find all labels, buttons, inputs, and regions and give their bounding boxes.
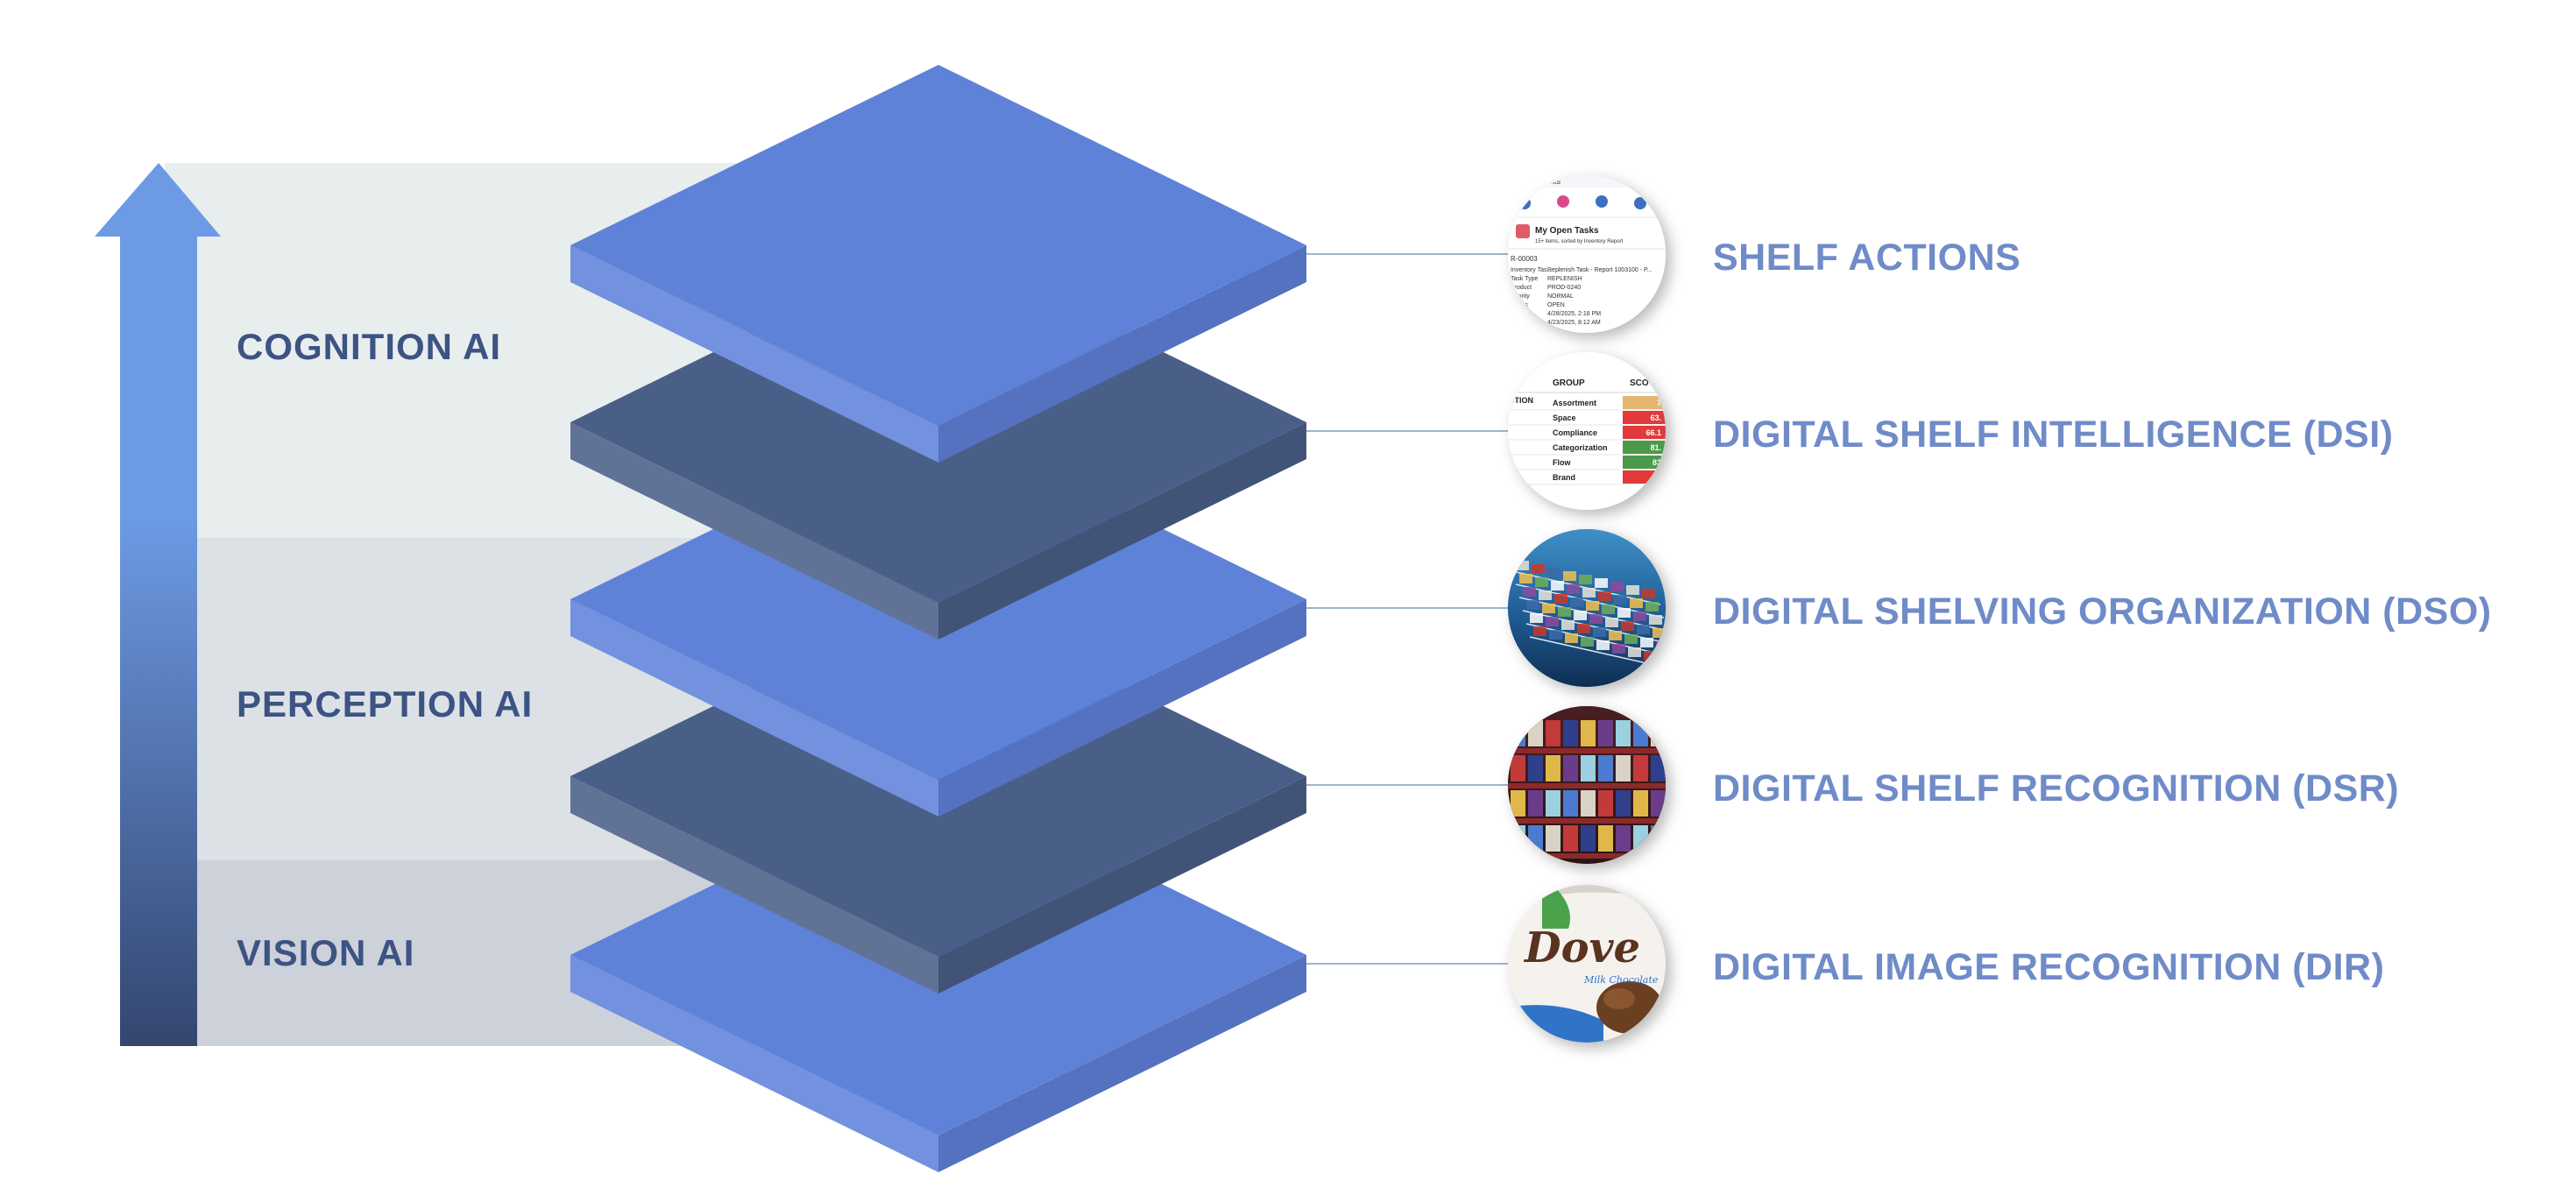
layer-label-dsi: DIGITAL SHELF INTELLIGENCE (DSI) (1713, 414, 2393, 456)
score-group: Space (1553, 414, 1576, 422)
up-arrow-icon (95, 163, 221, 1046)
slab-shelf-actions (570, 65, 1306, 463)
score-group: Compliance (1553, 428, 1597, 437)
task-row-value: OPEN (1547, 302, 1565, 308)
layer-stack (570, 65, 1306, 1172)
task-row-key: Created (1511, 311, 1532, 317)
tasks-screenshot-icon: tasks My Open Tasks 15+ items, sorted by… (1508, 175, 1666, 333)
task-row-key: Status (1511, 302, 1528, 308)
layer-label-dso: DIGITAL SHELVING ORGANIZATION (DSO) (1713, 590, 2492, 633)
score-value: 7 (1657, 399, 1661, 407)
score-group: Flow (1553, 458, 1571, 467)
layer-label-shelf-actions: SHELF ACTIONS (1713, 237, 2020, 279)
product-brand: Dove (1523, 923, 1640, 972)
task-row-value: Replenish Task - Report 1003100 - P... (1547, 267, 1652, 273)
score-value: 66.1 (1645, 428, 1661, 437)
score-group: Assortment (1553, 399, 1596, 407)
score-group: Categorization (1553, 443, 1608, 452)
task-row-key: Task Type (1511, 276, 1538, 282)
connector-lines (1301, 253, 1511, 965)
task-row-value: PROD-0240 (1547, 285, 1581, 291)
svg-text:SCO: SCO (1630, 378, 1649, 388)
shelf-photo-icon (1508, 706, 1666, 864)
score-group: Brand (1553, 473, 1575, 482)
product-name: Milk Chocolate (1583, 974, 1659, 986)
task-row-value: 4/28/2025, 2:18 PM (1547, 311, 1601, 317)
svg-text:R-00003: R-00003 (1511, 255, 1538, 263)
product-photo-icon: Dove Milk Chocolate (1508, 885, 1666, 1043)
svg-text:15+ items, sorted by Inventory: 15+ items, sorted by Inventory Report (1535, 239, 1624, 244)
task-row-key: Priority (1511, 293, 1530, 300)
layer-label-dir: DIGITAL IMAGE RECOGNITION (DIR) (1713, 946, 2384, 988)
score-value: 83 (1652, 458, 1661, 467)
task-row-value: REPLENISH (1547, 276, 1582, 282)
task-row-value: 4/23/2025, 8:12 AM (1547, 320, 1601, 326)
svg-text:tasks: tasks (1542, 177, 1561, 186)
score-value: 63. (1650, 414, 1661, 422)
score-value: 81. (1650, 443, 1661, 452)
tier-label-cognition: COGNITION AI (237, 326, 501, 367)
3d-shelf-render-icon (1508, 529, 1666, 687)
task-row-value: NORMAL (1547, 293, 1574, 300)
svg-text:GROUP: GROUP (1553, 378, 1585, 388)
task-row-key: Inventory Tas... (1511, 267, 1552, 273)
svg-text:My Open Tasks: My Open Tasks (1535, 226, 1599, 236)
task-row-key: Product (1511, 285, 1532, 291)
svg-text:UTION: UTION (1509, 396, 1533, 405)
tier-label-perception: PERCEPTION AI (237, 683, 533, 725)
layer-label-dsr: DIGITAL SHELF RECOGNITION (DSR) (1713, 767, 2399, 810)
tier-label-vision: VISION AI (237, 932, 414, 973)
